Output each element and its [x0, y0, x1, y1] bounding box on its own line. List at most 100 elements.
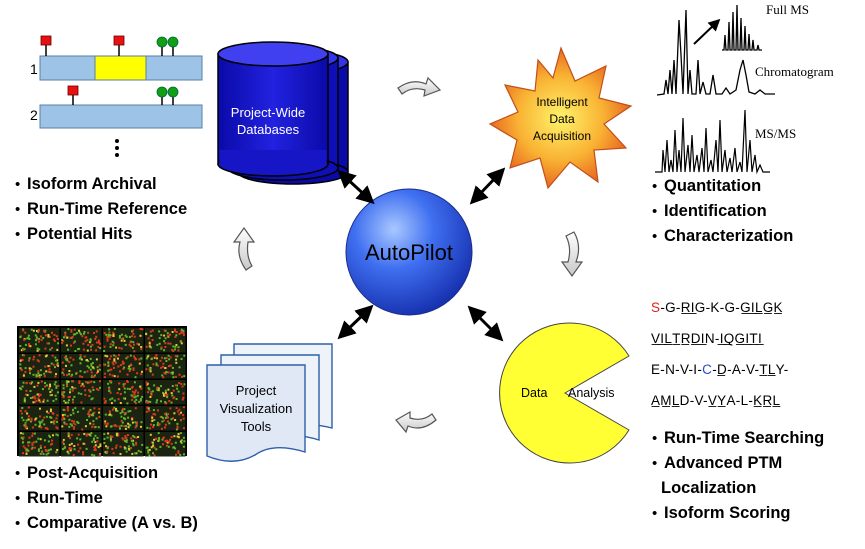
heatmap-speckle — [32, 441, 35, 444]
heatmap-speckle — [69, 449, 72, 452]
heatmap-speckle — [121, 360, 124, 363]
heatmap-speckle — [29, 390, 32, 392]
heatmap-speckle — [66, 409, 69, 412]
heatmap-speckle — [30, 328, 33, 331]
heatmap-speckle — [43, 423, 46, 426]
heatmap-speckle — [31, 435, 34, 437]
heatmap-speckle — [21, 407, 24, 409]
heatmap-speckle — [54, 375, 57, 378]
heatmap-speckle — [108, 389, 111, 392]
heatmap-speckle — [88, 413, 91, 416]
heatmap-speckle — [37, 370, 40, 373]
heatmap-speckle — [27, 441, 30, 444]
heatmap-speckle — [135, 436, 138, 439]
heatmap-speckle — [111, 408, 114, 411]
heatmap-speckle — [120, 339, 123, 342]
heatmap-speckle — [72, 408, 74, 411]
heatmap-speckle — [139, 328, 142, 330]
heatmap-speckle — [52, 412, 55, 415]
heatmap-speckle — [43, 439, 46, 442]
heatmap-speckle — [28, 338, 31, 340]
heatmap-speckle — [44, 449, 47, 451]
heatmap-speckle — [172, 376, 175, 379]
heatmap-speckle — [99, 342, 102, 345]
heatmap-speckle — [176, 410, 179, 413]
heatmap-speckle — [162, 393, 165, 396]
heatmap-speckle — [99, 443, 102, 446]
heatmap-speckle — [94, 434, 97, 437]
heatmap-speckle — [86, 381, 89, 384]
heatmap-speckle — [56, 414, 59, 417]
heatmap-speckle — [165, 402, 168, 405]
heatmap-speckle — [172, 417, 174, 420]
heatmap-speckle — [161, 365, 164, 368]
heatmap-speckle — [103, 376, 106, 379]
heatmap-speckle — [89, 422, 92, 425]
heatmap-speckle — [175, 358, 178, 361]
heatmap-speckle — [124, 435, 127, 438]
heatmap-speckle — [174, 419, 177, 421]
heatmap-speckle — [19, 409, 22, 412]
heatmap-speckle — [138, 400, 141, 403]
heatmap-speckle — [90, 364, 93, 367]
heatmap-speckle — [114, 361, 117, 364]
heatmap-speckle — [175, 331, 178, 333]
heatmap-speckle — [115, 446, 117, 449]
heatmap-speckle — [121, 411, 124, 414]
heatmap-speckle — [55, 433, 58, 436]
heatmap-speckle — [127, 367, 130, 370]
heatmap-speckle — [139, 334, 142, 337]
heatmap-speckle — [105, 452, 108, 454]
heatmap-speckle — [65, 355, 68, 358]
heatmap-speckle — [24, 423, 27, 426]
heatmap-speckle — [179, 453, 182, 456]
heatmap-speckle — [110, 368, 113, 371]
heatmap-speckle — [168, 400, 171, 402]
heatmap-speckle — [82, 407, 85, 410]
heatmap-speckle — [92, 439, 95, 442]
heatmap-speckle — [170, 371, 173, 374]
heatmap-speckle — [28, 344, 31, 347]
heatmap-speckle — [103, 442, 106, 444]
heatmap-speckle — [130, 386, 133, 389]
heatmap-speckle — [133, 381, 136, 384]
heatmap-speckle — [22, 329, 25, 332]
heatmap-speckle — [114, 355, 117, 358]
heatmap-speckle — [32, 373, 35, 376]
heatmap-speckle — [112, 331, 115, 334]
heatmap-speckle — [32, 358, 35, 361]
heatmap-speckle — [83, 385, 85, 388]
heatmap-speckle — [151, 339, 154, 341]
heatmap-speckle — [175, 453, 177, 456]
heatmap-speckle — [88, 381, 91, 384]
heatmap-speckle — [118, 335, 121, 337]
heatmap-speckle — [61, 341, 64, 344]
heatmap-speckle — [147, 387, 150, 390]
heatmap-speckle — [123, 425, 126, 428]
heatmap-speckle — [21, 385, 24, 388]
heatmap-speckle — [56, 348, 59, 351]
heatmap-speckle — [32, 401, 35, 404]
heatmap-speckle — [40, 374, 43, 376]
visualization-label-line2: Visualization — [220, 401, 293, 416]
heatmap-speckle — [74, 333, 77, 336]
heatmap-speckle — [70, 329, 73, 332]
heatmap-speckle — [50, 443, 52, 446]
heatmap-speckle — [77, 443, 80, 446]
heatmap-speckle — [180, 383, 183, 385]
heatmap-speckle — [30, 419, 33, 422]
heatmap-speckle — [71, 419, 74, 422]
heatmap-speckle — [130, 345, 132, 348]
heatmap-speckle — [97, 339, 100, 342]
heatmap-speckle — [48, 387, 51, 390]
heatmap-speckle — [108, 387, 111, 390]
heatmap-speckle — [70, 442, 73, 445]
heatmap-speckle — [131, 346, 134, 349]
heatmap-speckle — [63, 400, 66, 402]
heatmap-speckle — [141, 370, 143, 373]
heatmap-speckle — [181, 385, 184, 388]
heatmap-speckle — [123, 366, 126, 369]
heatmap-speckle — [36, 359, 39, 362]
heatmap-speckle — [91, 440, 94, 443]
heatmap-speckle — [68, 425, 71, 428]
